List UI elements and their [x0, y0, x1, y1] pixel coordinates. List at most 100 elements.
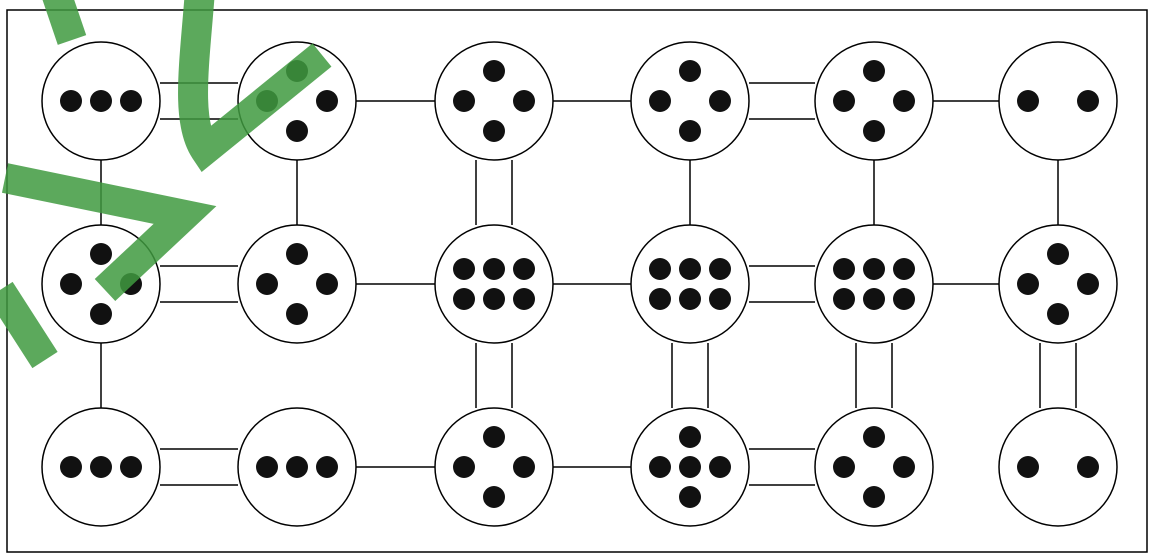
island — [434, 41, 554, 161]
island-dot — [679, 60, 701, 82]
island-dot — [513, 456, 535, 478]
island-dot — [863, 426, 885, 448]
island-circle — [434, 224, 554, 344]
island-dot — [893, 258, 915, 280]
island-dot — [1077, 90, 1099, 112]
island-dot — [679, 426, 701, 448]
island-dot — [286, 303, 308, 325]
bridges-layer — [100, 82, 1077, 486]
watermark-layer — [0, 0, 332, 369]
island-dot — [649, 90, 671, 112]
island-dot — [513, 258, 535, 280]
island-dot — [1047, 303, 1069, 325]
island-dot — [286, 456, 308, 478]
island-circle — [237, 224, 357, 344]
island-circle — [434, 407, 554, 527]
island-dot — [60, 273, 82, 295]
island-dot — [483, 60, 505, 82]
island-dot — [483, 426, 505, 448]
island-dot — [649, 258, 671, 280]
island-circle — [630, 41, 750, 161]
island-dot — [120, 90, 142, 112]
island-dot — [1077, 456, 1099, 478]
island-dot — [863, 258, 885, 280]
island-dot — [833, 288, 855, 310]
island-circle — [814, 224, 934, 344]
island — [237, 224, 357, 344]
island — [41, 41, 161, 161]
island — [434, 407, 554, 527]
island-dot — [90, 456, 112, 478]
island-dot — [316, 273, 338, 295]
island-circle — [998, 224, 1118, 344]
island-circle — [434, 41, 554, 161]
island-dot — [483, 288, 505, 310]
island-dot — [453, 258, 475, 280]
island-dot — [286, 243, 308, 265]
island-dot — [863, 288, 885, 310]
island-dot — [1017, 273, 1039, 295]
watermark-stroke — [1, 163, 217, 301]
island-dot — [893, 456, 915, 478]
island-dot — [1017, 90, 1039, 112]
watermark-stroke — [42, 0, 87, 45]
island-dot — [316, 456, 338, 478]
island-dot — [863, 486, 885, 508]
island-dot — [453, 456, 475, 478]
island-dot — [286, 120, 308, 142]
island-dot — [1017, 456, 1039, 478]
island-dot — [256, 273, 278, 295]
island-circle — [814, 41, 934, 161]
island-dot — [679, 486, 701, 508]
island-dot — [709, 90, 731, 112]
island-dot — [453, 288, 475, 310]
island — [237, 407, 357, 527]
island-dot — [649, 288, 671, 310]
island-dot — [256, 456, 278, 478]
island-dot — [316, 90, 338, 112]
island-circle — [998, 407, 1118, 527]
island-dot — [1077, 273, 1099, 295]
island — [998, 41, 1118, 161]
island-dot — [679, 456, 701, 478]
island-dot — [709, 288, 731, 310]
island-dot — [709, 258, 731, 280]
island-dot — [483, 258, 505, 280]
island-circle — [814, 407, 934, 527]
island-dot — [120, 456, 142, 478]
island-dot — [833, 456, 855, 478]
island-dot — [90, 243, 112, 265]
island-dot — [863, 120, 885, 142]
island-dot — [483, 486, 505, 508]
island — [630, 41, 750, 161]
island-dot — [893, 90, 915, 112]
island-dot — [513, 288, 535, 310]
island — [630, 224, 750, 344]
island-dot — [863, 60, 885, 82]
island — [814, 41, 934, 161]
islands-layer — [41, 41, 1118, 527]
diagram-frame — [6, 9, 1148, 553]
island — [814, 224, 934, 344]
island — [998, 407, 1118, 527]
island — [434, 224, 554, 344]
watermark-stroke — [0, 281, 58, 369]
island-dot — [833, 258, 855, 280]
island-dot — [60, 456, 82, 478]
island-dot — [679, 120, 701, 142]
island-dot — [60, 90, 82, 112]
island-dot — [453, 90, 475, 112]
island-dot — [513, 90, 535, 112]
island-circle — [630, 224, 750, 344]
island-dot — [483, 120, 505, 142]
island-dot — [679, 258, 701, 280]
island-dot — [1047, 243, 1069, 265]
island-circle — [998, 41, 1118, 161]
island — [41, 407, 161, 527]
island-dot — [709, 456, 731, 478]
island-dot — [833, 90, 855, 112]
watermark-stroke — [178, 0, 332, 173]
island-circle — [237, 41, 357, 161]
island — [998, 224, 1118, 344]
